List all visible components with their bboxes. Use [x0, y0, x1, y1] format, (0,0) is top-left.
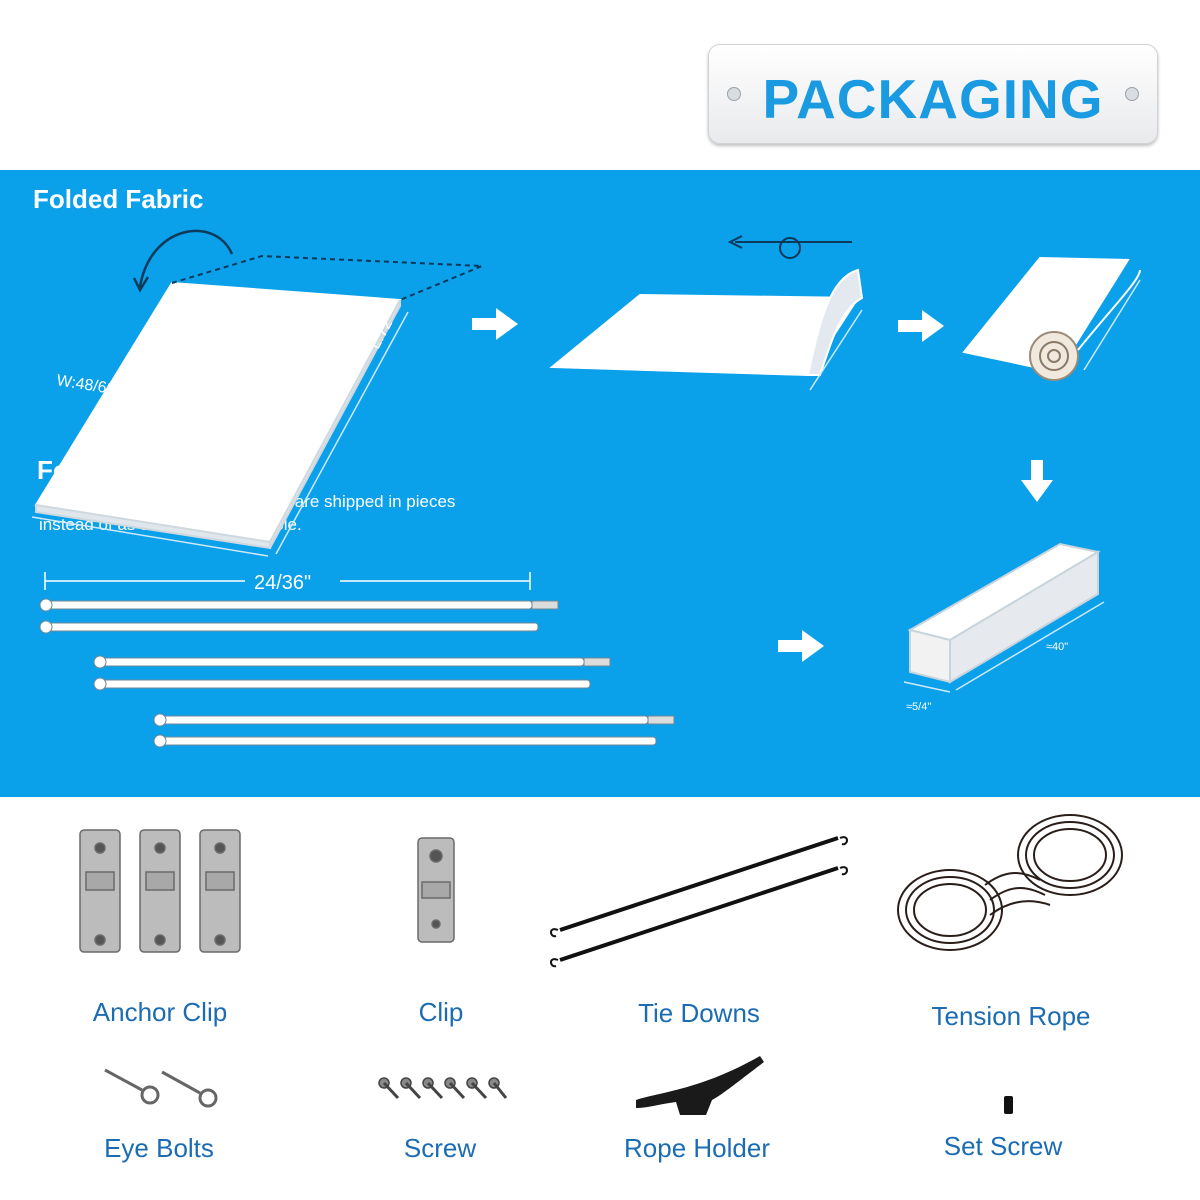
part-label-tension-rope: Tension Rope [931, 1001, 1091, 1031]
page-title: PACKAGING [762, 68, 1104, 130]
pole-length-label: 24/36" [254, 572, 311, 594]
tie-downs-icon [550, 836, 848, 968]
packaging-panel: Folded Fabric Folded Pole Poles are made… [0, 170, 1200, 797]
packaging-illustration: W:48/60/72/84/96" L:72" 24/36" ≈40" ≈5/4… [31, 229, 1141, 748]
arrow-right-icon [898, 310, 944, 342]
part-label-eye-bolts: Eye Bolts [104, 1133, 214, 1163]
pole-section-icon [39, 598, 675, 748]
rope-holder-icon [636, 1056, 764, 1115]
eye-bolts-icon [104, 1068, 218, 1108]
box-length-label: ≈40" [1046, 641, 1068, 653]
packaging-badge: PACKAGING [708, 44, 1158, 144]
box-icon [903, 542, 1105, 693]
part-label-anchor-clip: Anchor Clip [92, 997, 228, 1027]
rivet-icon [1125, 87, 1139, 101]
rolled-fabric-icon [962, 256, 1141, 381]
set-screw-icon [1004, 1096, 1013, 1114]
folded-fabric-icon [549, 235, 864, 391]
part-label-set-screw: Set Screw [943, 1131, 1063, 1161]
arrow-down-icon [1021, 460, 1053, 502]
part-label-rope-holder: Rope Holder [624, 1133, 770, 1163]
part-label-clip: Clip [418, 997, 464, 1027]
box-width-label: ≈5/4" [906, 701, 931, 713]
parts-illustration [79, 814, 1123, 1115]
rivet-icon [727, 87, 741, 101]
screw-icon [378, 1077, 508, 1100]
arrow-right-icon [472, 308, 518, 340]
clip-icon [417, 837, 455, 943]
fabric-heading: Folded Fabric [33, 184, 204, 214]
anchor-clip-icon [79, 829, 241, 953]
part-label-screw: Screw [403, 1133, 477, 1163]
flat-fabric-icon [31, 229, 483, 557]
part-label-tie-downs: Tie Downs [638, 998, 760, 1028]
tension-rope-icon [897, 814, 1123, 951]
arrow-right-icon [778, 630, 824, 662]
